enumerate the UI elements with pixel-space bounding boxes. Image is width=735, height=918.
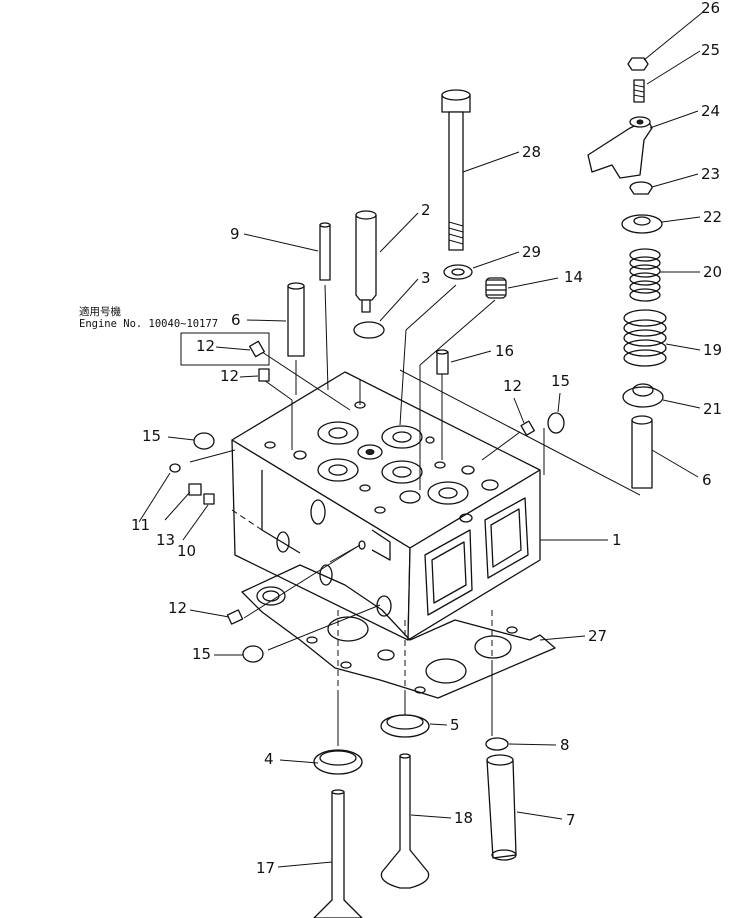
note-title: 適用号機 (79, 305, 121, 318)
callout-8: 8 (560, 736, 570, 754)
adjusting-screw (633, 79, 645, 103)
callout-10: 10 (177, 542, 196, 560)
callout-6-left: 6 (231, 311, 241, 329)
outer-valve-spring (623, 309, 667, 367)
o-ring (353, 321, 385, 339)
callout-5: 5 (450, 716, 460, 734)
cup-plug (547, 412, 565, 434)
callout-15-left: 15 (142, 427, 161, 445)
callout-11: 11 (131, 516, 150, 534)
pin (435, 349, 449, 375)
callout-27: 27 (588, 627, 607, 645)
spring-seat (622, 383, 664, 408)
valve-bridge (587, 116, 653, 179)
callout-20: 20 (703, 263, 722, 281)
callout-1: 1 (612, 531, 622, 549)
callout-13: 13 (156, 531, 175, 549)
components (169, 57, 667, 918)
cylinder-head (231, 371, 541, 641)
cup-plug (193, 432, 215, 450)
callout-29: 29 (522, 243, 541, 261)
valve-keeper (629, 181, 653, 195)
plug (188, 483, 202, 496)
callout-17: 17 (256, 859, 275, 877)
o-ring (485, 737, 509, 751)
valve-seat-insert (380, 714, 430, 738)
callout-26: 26 (701, 0, 720, 17)
note-engine: Engine No. 10040~10177 (79, 318, 218, 330)
plug (226, 609, 244, 625)
callout-12-head: 12 (220, 367, 239, 385)
callout-12-right: 12 (503, 377, 522, 395)
callout-16: 16 (495, 342, 514, 360)
leader-lines (138, 11, 704, 868)
injector-sleeve (355, 210, 377, 313)
callout-22: 22 (703, 208, 722, 226)
callout-4: 4 (264, 750, 274, 768)
callout-24: 24 (701, 102, 720, 120)
plug (203, 493, 215, 505)
plug (249, 340, 265, 358)
callout-21: 21 (703, 400, 722, 418)
bolt-washer (443, 264, 473, 280)
plug (258, 368, 270, 382)
dowel-pin (319, 222, 331, 281)
adjusting-nut (627, 57, 649, 71)
callout-7: 7 (566, 811, 576, 829)
callout-3: 3 (421, 269, 431, 287)
callout-9: 9 (230, 225, 240, 243)
sleeve (486, 754, 517, 861)
callout-18: 18 (454, 809, 473, 827)
callout-28: 28 (522, 143, 541, 161)
applicability-box (180, 332, 270, 366)
callout-25: 25 (701, 41, 720, 59)
small-spring (485, 277, 507, 299)
callout-15-bottom: 15 (192, 645, 211, 663)
plug (520, 420, 535, 436)
callout-labels: 1 2 3 4 5 6 6 7 8 9 10 11 12 12 12 12 13… (131, 0, 722, 877)
exhaust-valve (380, 753, 430, 889)
valve-guide-left (287, 282, 305, 357)
valve-seat-insert (313, 749, 363, 775)
callout-12-boxed: 12 (196, 337, 215, 355)
cup-plug (242, 645, 264, 663)
callout-23: 23 (701, 165, 720, 183)
small-plug (169, 463, 181, 473)
callout-12-bottom: 12 (168, 599, 187, 617)
callout-19: 19 (703, 341, 722, 359)
callout-2: 2 (421, 201, 431, 219)
intake-valve (313, 789, 363, 918)
inner-valve-spring (629, 248, 661, 302)
callout-6-right: 6 (702, 471, 712, 489)
valve-guide-right (631, 415, 653, 489)
spring-retainer (621, 214, 663, 234)
head-bolt (441, 89, 471, 251)
callout-15-right: 15 (551, 372, 570, 390)
callout-14: 14 (564, 268, 583, 286)
